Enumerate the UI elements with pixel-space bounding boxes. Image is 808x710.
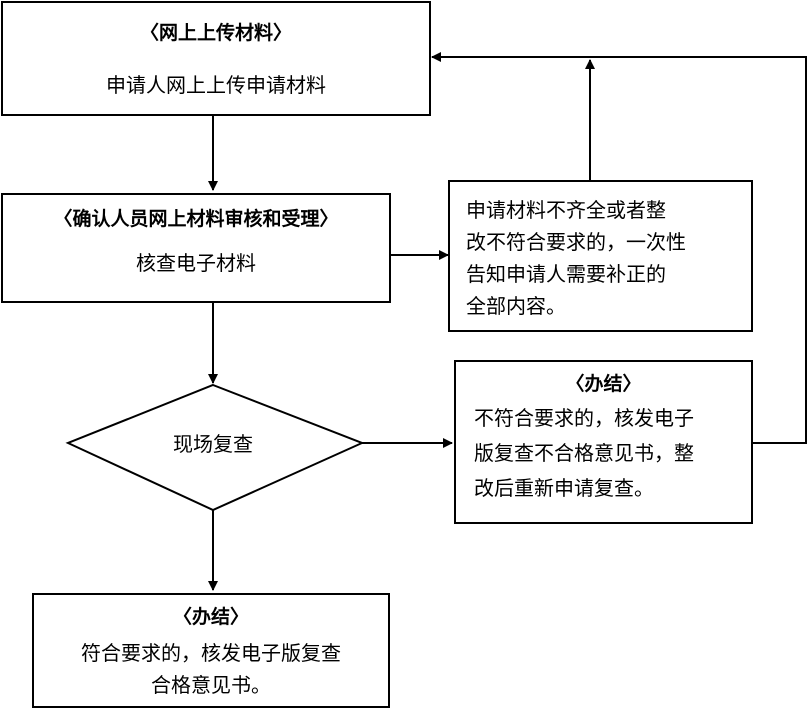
- incomplete-notice-line-4: 全部内容。: [466, 294, 566, 318]
- upload-materials-desc: 申请人网上上传申请材料: [106, 73, 326, 97]
- incomplete-notice-box: 申请材料不齐全或者整 改不符合要求的，一次性 告知申请人需要补正的 全部内容。: [448, 180, 753, 332]
- incomplete-notice-line-2: 改不符合要求的，一次性: [466, 230, 686, 254]
- inspection-label: 现场复查: [173, 432, 253, 456]
- pass-result-title: 〈办结〉: [172, 606, 249, 628]
- inspection-diamond: [65, 383, 365, 512]
- fail-result-title: 〈办结〉: [565, 373, 642, 395]
- fail-result-line-3: 改后重新申请复查。: [474, 476, 654, 500]
- arrow-fail-to-upload: [431, 52, 807, 444]
- incomplete-notice-line-3: 告知申请人需要补正的: [466, 262, 666, 286]
- pass-result-line-1: 符合要求的，核发电子版复查: [81, 641, 341, 665]
- upload-materials-title: 〈网上上传材料〉: [139, 22, 292, 44]
- incomplete-notice-line-1: 申请材料不齐全或者整: [466, 198, 666, 222]
- review-acceptance-title: 〈确认人员网上材料审核和受理〉: [53, 208, 339, 230]
- review-acceptance-desc: 核查电子材料: [136, 251, 256, 275]
- fail-result-line-2: 版复查不合格意见书，整: [474, 441, 694, 465]
- fail-result-box: 〈办结〉 不符合要求的，核发电子 版复查不合格意见书，整 改后重新申请复查。: [454, 360, 753, 524]
- review-acceptance-box: 〈确认人员网上材料审核和受理〉 核查电子材料: [1, 193, 391, 303]
- pass-result-box: 〈办结〉 符合要求的，核发电子版复查 合格意见书。: [32, 593, 390, 708]
- fail-result-line-1: 不符合要求的，核发电子: [474, 406, 694, 430]
- upload-materials-box: 〈网上上传材料〉 申请人网上上传申请材料: [1, 1, 431, 116]
- pass-result-line-2: 合格意见书。: [151, 673, 271, 697]
